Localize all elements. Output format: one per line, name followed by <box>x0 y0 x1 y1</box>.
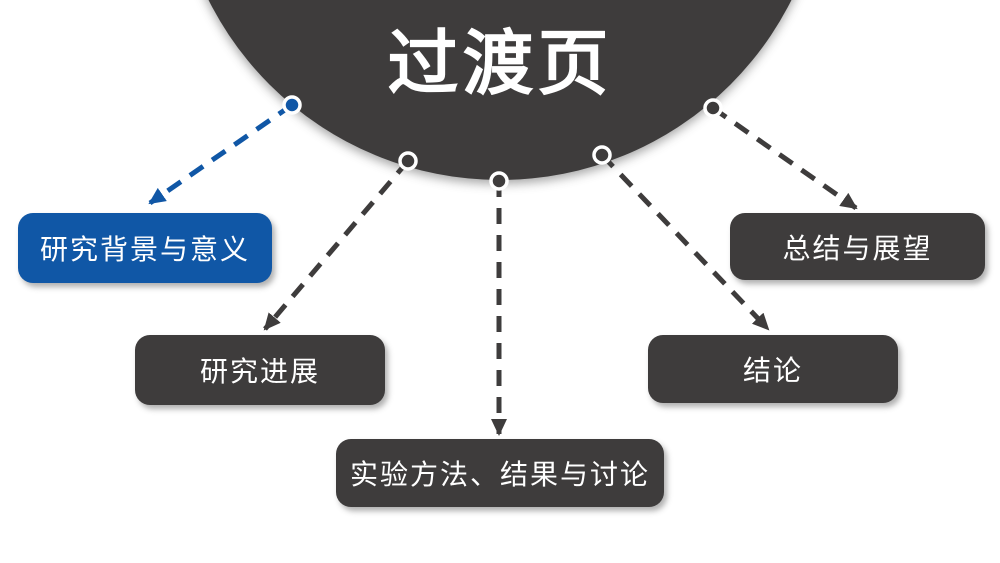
node-research-progress[interactable]: 研究进展 <box>135 335 385 405</box>
slide-title: 过渡页 <box>387 25 613 104</box>
node-research-progress-label: 研究进展 <box>199 357 320 388</box>
node-conclusion[interactable]: 结论 <box>648 335 898 403</box>
node-research-background[interactable]: 研究背景与意义 <box>18 213 272 283</box>
connector-summary-outlook <box>711 105 858 211</box>
node-methods-results-label: 实验方法、结果与讨论 <box>349 460 650 491</box>
connector-conclusion <box>600 153 770 331</box>
rim-dot-summary-outlook <box>703 98 723 118</box>
connector-research-background <box>148 102 294 206</box>
rim-dot-research-background <box>282 95 302 115</box>
connector-research-progress <box>263 159 410 331</box>
rim-dot-conclusion <box>592 145 612 165</box>
node-summary-outlook-label: 总结与展望 <box>782 233 933 265</box>
node-conclusion-label: 结论 <box>742 356 803 387</box>
rim-dot-methods-results <box>489 171 509 191</box>
node-methods-results[interactable]: 实验方法、结果与讨论 <box>336 439 664 507</box>
rim-dot-research-progress <box>398 151 418 171</box>
node-research-background-label: 研究背景与意义 <box>39 235 250 266</box>
node-summary-outlook[interactable]: 总结与展望 <box>730 213 985 280</box>
